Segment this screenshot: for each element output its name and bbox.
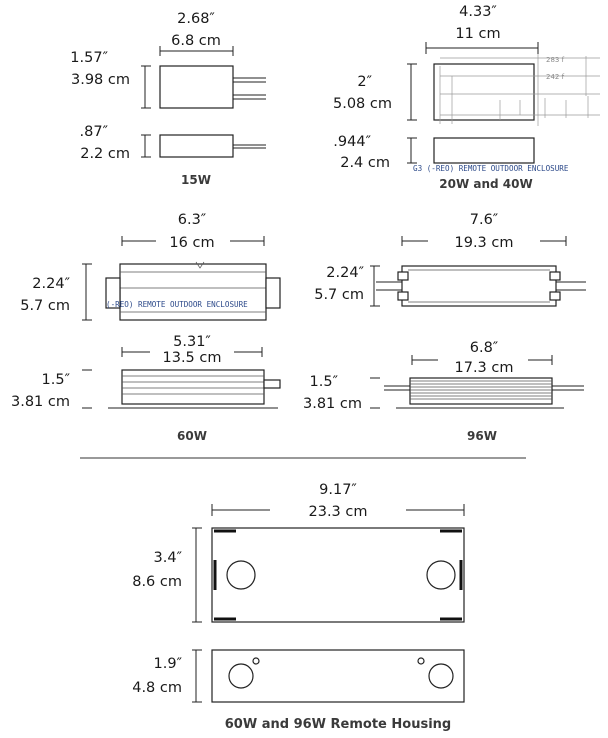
housing-top-view-body (211, 527, 465, 623)
w96-height-dim-line (370, 265, 380, 307)
housing-height-cm: 8.6 cm (132, 574, 182, 590)
w15-wires (233, 77, 266, 100)
w96-height-in: 2.24″ (326, 265, 364, 281)
housing-depth-cm: 4.8 cm (132, 680, 182, 696)
w15-height-cm: 3.98 cm (71, 72, 130, 88)
w60-height-cm: 5.7 cm (20, 298, 70, 314)
housing-side-view-body (211, 649, 465, 703)
drawing-15w: 2.68″ 6.8 cm 1.57″ 3.98 cm .87″ 2.2 cm (70, 11, 266, 187)
w96-height-cm: 5.7 cm (314, 287, 364, 303)
housing-width-in: 9.17″ (319, 482, 357, 498)
w15-width-in: 2.68″ (177, 11, 215, 27)
w20-depth-in: .944″ (333, 134, 371, 150)
w20-width-in: 4.33″ (459, 4, 497, 20)
housing-depth-in: 1.9″ (154, 656, 183, 672)
w60-top-view-detail (105, 261, 281, 313)
w60-enclosure-label: (-REO) REMOTE OUTDOOR ENCLOSURE (106, 300, 248, 309)
w96-caption: 96W (467, 429, 497, 443)
w96-top-view-body (376, 265, 586, 307)
w96-width-cm: 19.3 cm (455, 235, 514, 251)
w60-depth-width-cm: 13.5 cm (163, 350, 222, 366)
w96-depth-dim-line (370, 377, 380, 409)
w60-top-view-body (119, 263, 267, 321)
w96-depth-width-in: 6.8″ (470, 340, 499, 356)
w20-height-in: 2″ (357, 74, 372, 90)
w96-depth-width-cm: 17.3 cm (455, 360, 514, 376)
w20-faint-label-b: 242 f (546, 73, 565, 81)
housing-height-dim-line (192, 527, 202, 623)
w15-height-in: 1.57″ (70, 50, 108, 66)
drawing-60w: 6.3″ 16 cm 2.24″ 5.7 cm (-REO) REMOTE OU… (11, 212, 281, 443)
housing-height-in: 3.4″ (154, 550, 183, 566)
housing-depth-dim-line (192, 649, 202, 703)
drawing-20w-40w: 4.33″ 11 cm 2″ 5.08 cm (333, 4, 600, 191)
drawing-96w: 7.6″ 19.3 cm 2.24″ 5.7 cm 6 (303, 212, 586, 443)
w15-depth-cm: 2.2 cm (80, 146, 130, 162)
w20-enclosure-label: G3 (-REO) REMOTE OUTDOOR ENCLOSURE (413, 164, 569, 173)
w20-caption: 20W and 40W (439, 177, 532, 191)
w60-width-in: 6.3″ (178, 212, 207, 228)
w20-height-dim-line (407, 63, 417, 121)
w96-width-in: 7.6″ (470, 212, 499, 228)
w60-depth-width-dim-line (121, 347, 263, 357)
w96-width-dim-line (401, 236, 567, 246)
housing-width-cm: 23.3 cm (309, 504, 368, 520)
w15-width-cm: 6.8 cm (171, 33, 221, 49)
w60-depth-in: 1.5″ (42, 372, 71, 388)
w15-top-view-body (159, 65, 234, 109)
w20-ghost-overlay: 283 f 242 f (439, 54, 600, 126)
w60-height-dim-line (82, 263, 92, 321)
w96-depth-in: 1.5″ (310, 374, 339, 390)
w20-height-cm: 5.08 cm (333, 96, 392, 112)
w60-depth-dim-line (82, 369, 92, 409)
w20-width-cm: 11 cm (455, 26, 500, 42)
w20-depth-dim-line (407, 137, 417, 164)
w15-side-view-body (159, 134, 234, 158)
w96-depth-cm: 3.81 cm (303, 396, 362, 412)
w20-side-view-body (433, 137, 535, 164)
w20-top-view-body (433, 63, 535, 121)
w60-caption: 60W (177, 429, 207, 443)
w15-width-dim-line (159, 46, 234, 56)
housing-caption: 60W and 96W Remote Housing (225, 717, 451, 732)
drawing-remote-housing: 9.17″ 23.3 cm 3.4″ 8.6 cm 1.9″ 4.8 cm (132, 482, 465, 732)
w15-caption: 15W (181, 173, 211, 187)
w20-depth-cm: 2.4 cm (340, 155, 390, 171)
w60-depth-width-in: 5.31″ (173, 334, 211, 350)
w15-depth-in: .87″ (80, 124, 109, 140)
w96-side-view-body (384, 377, 584, 409)
w60-depth-cm: 3.81 cm (11, 394, 70, 410)
housing-width-dim-line (211, 504, 465, 516)
w15-depth-dim-line (141, 134, 151, 158)
w60-width-dim-line (121, 236, 265, 246)
w60-height-in: 2.24″ (32, 276, 70, 292)
w60-width-cm: 16 cm (169, 235, 214, 251)
w96-depth-width-dim-line (411, 355, 553, 365)
w20-faint-label-a: 283 f (546, 56, 565, 64)
w20-width-dim-line (425, 42, 539, 54)
w60-side-view-body (108, 369, 281, 409)
w15-height-dim-line (141, 65, 151, 109)
w15-side-wires (233, 144, 266, 149)
